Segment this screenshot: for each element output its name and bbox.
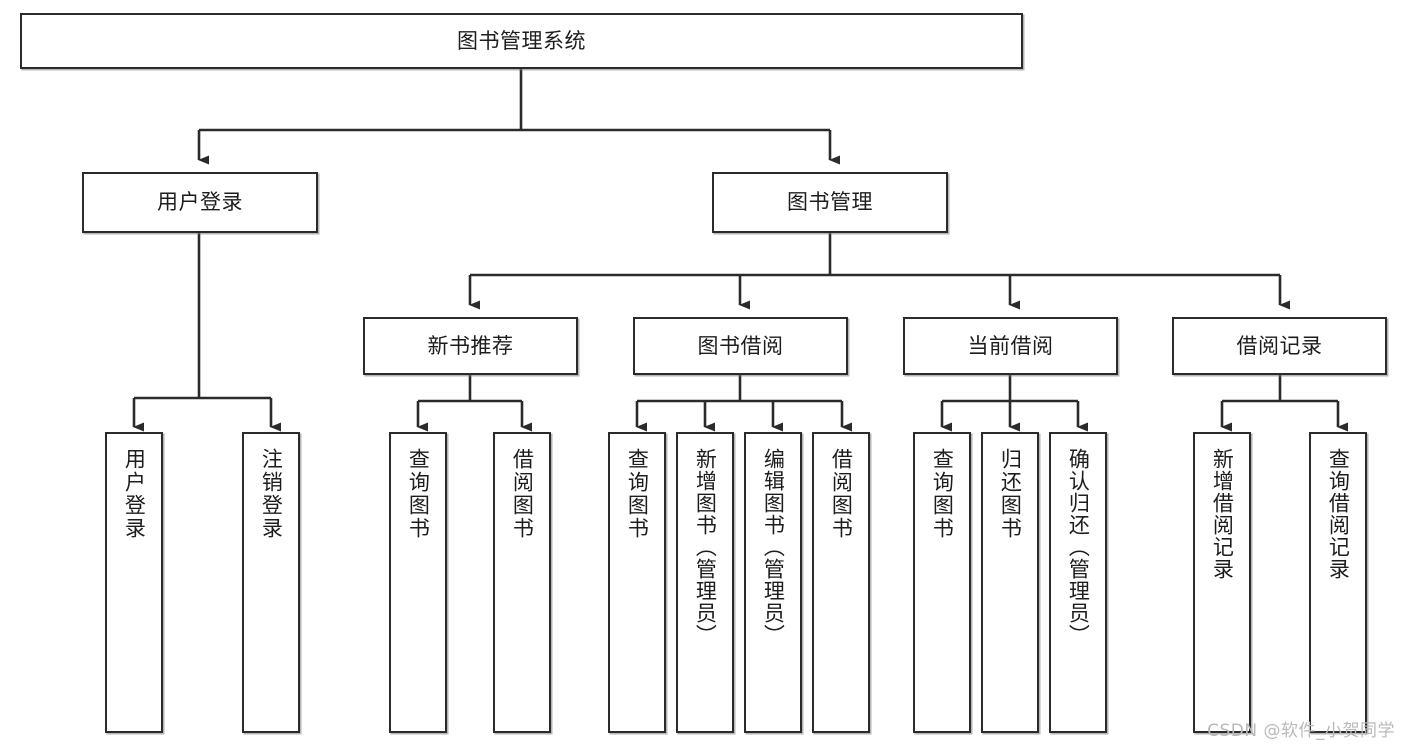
leaf-user-login-label: 用户登录 [122,448,147,540]
leaf-query-book-1-label: 查询图书 [406,448,431,540]
leaf-query-book-3-label: 查询图书 [930,448,955,540]
node-book-borrow[interactable]: 图书借阅 [633,317,848,375]
leaf-query-book-3[interactable]: 查询图书 [913,432,971,733]
node-book-manage[interactable]: 图书管理 [712,172,948,233]
node-new-book-rec-label: 新书推荐 [427,333,514,358]
leaf-edit-book-label: 编辑图书（管理员） [761,448,786,646]
leaf-borrow-book-1[interactable]: 借阅图书 [493,432,551,733]
watermark-text: CSDN @软件_小贺同学 [1207,721,1395,741]
node-user-login-label: 用户登录 [157,190,243,214]
leaf-borrow-book-2-label: 借阅图书 [829,448,854,540]
leaf-return-book-label: 归还图书 [998,448,1023,540]
node-new-book-rec[interactable]: 新书推荐 [363,317,578,375]
leaf-add-book-label: 新增图书（管理员） [693,448,718,646]
leaf-user-logout-label: 注销登录 [259,448,284,540]
node-book-borrow-label: 图书借阅 [697,333,784,358]
node-user-login[interactable]: 用户登录 [82,172,318,233]
leaf-query-record-label: 查询借阅记录 [1326,448,1351,580]
leaf-user-login[interactable]: 用户登录 [105,432,163,733]
leaf-add-record[interactable]: 新增借阅记录 [1193,432,1251,733]
node-current-borrow[interactable]: 当前借阅 [903,317,1118,375]
leaf-query-book-2-label: 查询图书 [625,448,650,540]
leaf-query-book-1[interactable]: 查询图书 [389,432,447,733]
node-root[interactable]: 图书管理系统 [20,13,1023,69]
leaf-add-book[interactable]: 新增图书（管理员） [676,432,734,733]
node-book-manage-label: 图书管理 [787,190,873,214]
leaf-borrow-book-1-label: 借阅图书 [510,448,535,540]
node-borrow-record[interactable]: 借阅记录 [1172,317,1387,375]
leaf-return-book[interactable]: 归还图书 [981,432,1039,733]
leaf-query-book-2[interactable]: 查询图书 [608,432,666,733]
leaf-edit-book[interactable]: 编辑图书（管理员） [744,432,802,733]
leaf-confirm-return-label: 确认归还（管理员） [1066,448,1091,646]
leaf-add-record-label: 新增借阅记录 [1210,448,1235,580]
leaf-user-logout[interactable]: 注销登录 [242,432,300,733]
node-current-borrow-label: 当前借阅 [967,333,1054,358]
node-borrow-record-label: 借阅记录 [1236,333,1323,358]
node-root-label: 图书管理系统 [457,28,586,53]
leaf-query-record[interactable]: 查询借阅记录 [1309,432,1367,733]
leaf-borrow-book-2[interactable]: 借阅图书 [812,432,870,733]
leaf-confirm-return[interactable]: 确认归还（管理员） [1049,432,1107,733]
